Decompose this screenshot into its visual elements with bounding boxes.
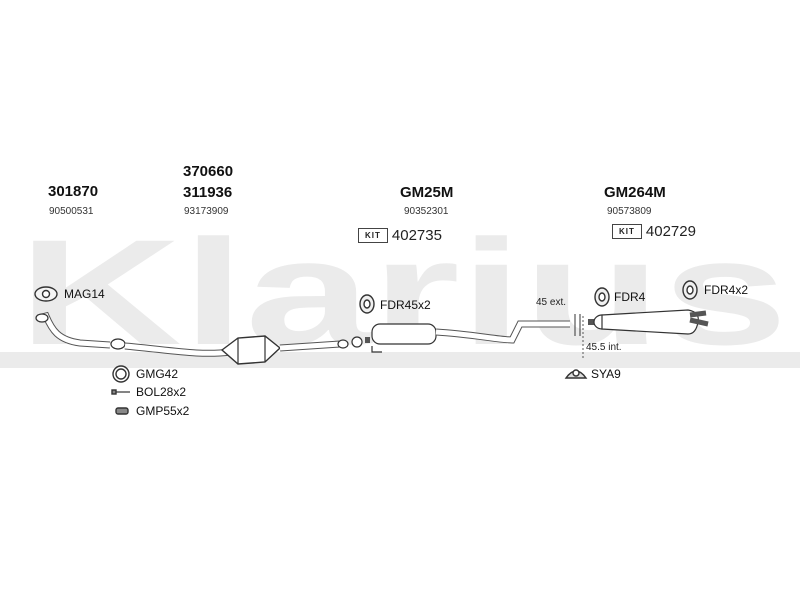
oe-ref-90352301: 90352301	[404, 206, 449, 217]
kit-number: 402735	[391, 227, 442, 244]
label-fdr4: FDR4	[614, 290, 646, 304]
middle-clamp	[351, 336, 363, 348]
oe-ref-93173909: 93173909	[184, 206, 229, 217]
kit-number: 402729	[645, 223, 696, 240]
bolt-icon	[111, 389, 130, 395]
label-fdr45x2: FDR45x2	[380, 298, 431, 312]
dimension-int: 45.5 int.	[586, 342, 622, 353]
label-gmp55x2: GMP55x2	[136, 404, 190, 418]
part-number-370660: 370660	[183, 163, 234, 180]
gasket-icon	[34, 286, 58, 302]
rear-silencer	[601, 309, 699, 335]
kit-402735: KIT 402735	[358, 227, 442, 244]
bracket-icon	[564, 369, 588, 379]
part-number-gm264m: GM264M	[604, 184, 666, 201]
oe-ref-90500531: 90500531	[49, 206, 94, 217]
part-number-311936: 311936	[183, 184, 233, 201]
front-joint	[110, 338, 126, 350]
kit-badge: KIT	[612, 224, 642, 239]
downpipe-flange	[35, 313, 49, 323]
ring-gasket-icon	[112, 365, 130, 383]
part-number-gm25m: GM25M	[400, 184, 454, 201]
clamp-icon	[115, 407, 129, 415]
label-gmg42: GMG42	[136, 367, 179, 381]
centre-silencer	[371, 323, 437, 345]
oe-ref-90573809: 90573809	[607, 206, 652, 217]
catalytic-converter	[220, 335, 282, 365]
kit-badge: KIT	[358, 228, 388, 243]
label-fdr4x2: FDR4x2	[704, 283, 749, 297]
dimension-ext: 45 ext.	[536, 297, 567, 308]
rubber-mount-icon	[359, 294, 375, 314]
rubber-mount-icon	[682, 280, 698, 300]
label-mag14: MAG14	[64, 287, 105, 301]
part-number-301870: 301870	[48, 183, 99, 200]
label-sya9: SYA9	[591, 367, 621, 381]
label-bol28x2: BOL28x2	[136, 385, 187, 399]
kit-402729: KIT 402729	[612, 223, 696, 240]
rubber-mount-icon	[594, 287, 610, 307]
